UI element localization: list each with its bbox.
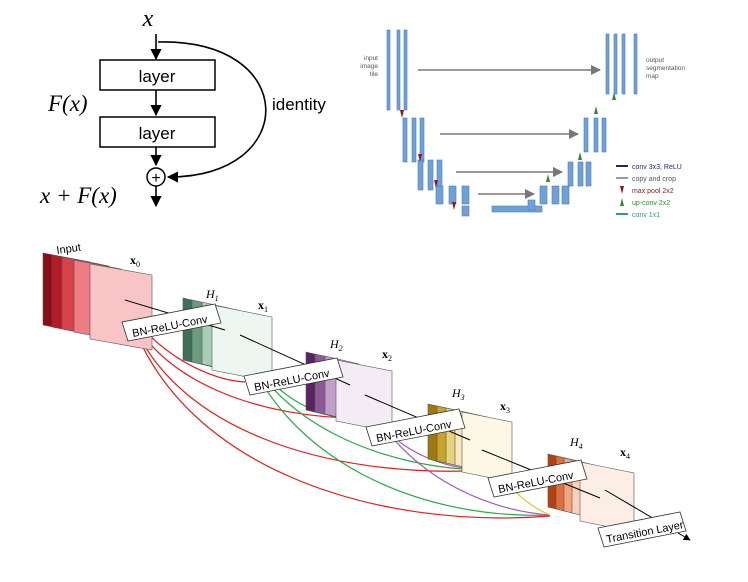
resblock-function-label: F(x) [47,91,88,116]
svg-text:H2: H2 [329,337,343,353]
svg-text:H1: H1 [205,287,219,303]
feature-label-0: x0 [130,253,140,269]
svg-text:x4: x4 [620,445,630,461]
densenet-diagram: BN-ReLU-Conv BN-ReLU-Conv BN-ReLU-Conv B… [42,242,691,548]
svg-text:H4: H4 [569,435,583,451]
svg-text:x2: x2 [382,347,392,363]
svg-text:conv 1x1: conv 1x1 [632,212,660,219]
resblock-layer2-box [99,116,216,148]
resblock-identity-label: identity [272,95,326,114]
resblock-identity-arc [157,41,267,183]
svg-text:output: output [646,57,664,64]
unet-upconv-arrows [546,92,616,182]
conv-box-4: BN-ReLU-Conv [487,459,588,498]
unet-feature-blocks [386,29,638,217]
svg-text:H3: H3 [451,386,465,402]
feature-label-1: x1 [258,298,268,314]
unet-legend: conv 3x3, ReLU copy and crop max pool 2x… [616,164,682,219]
svg-text:max pool 2x2: max pool 2x2 [632,188,674,195]
svg-text:up-conv 2x2: up-conv 2x2 [632,200,670,207]
resblock-output-label: x + F(x) [39,183,117,208]
unet-copy-crop-arrows [418,65,601,199]
svg-text:x1: x1 [258,298,268,314]
feature-label-2: x2 [382,347,392,363]
unet-input-label: input image tile [360,55,378,78]
dense-input-label: Input [56,242,82,257]
resblock-plus-symbol: + [151,170,160,187]
resblock-layer2-label: layer [139,124,176,143]
layer-label-2: H2 [329,337,343,353]
layer-label-1: H1 [205,287,219,303]
feature-label-3: x3 [500,399,510,415]
svg-text:x0: x0 [130,253,140,269]
unet-diagram: input image tile output segmentation map [360,29,685,219]
svg-text:input: input [364,55,378,62]
feature-stack-0 [42,252,153,351]
svg-text:map: map [646,73,659,80]
unet-maxpool-arrows [400,110,456,210]
resblock-layer1-label: layer [139,67,176,86]
svg-text:conv 3x3, ReLU: conv 3x3, ReLU [632,164,682,171]
resblock-input-label: x [142,6,154,32]
residual-block: x layer layer F(x) identity + x + F(x) [39,6,326,208]
resblock-layer1-box [99,59,216,91]
svg-text:copy and crop: copy and crop [632,176,676,183]
svg-text:x3: x3 [500,399,510,415]
conv-box-3: BN-ReLU-Conv [365,408,466,447]
svg-text:image: image [360,63,378,70]
layer-label-3: H3 [451,386,465,402]
layer-label-4: H4 [569,435,583,451]
feature-label-4: x4 [620,445,630,461]
svg-text:segmentation: segmentation [646,65,685,72]
svg-text:tile: tile [370,71,379,78]
unet-output-label: output segmentation map [646,57,685,80]
